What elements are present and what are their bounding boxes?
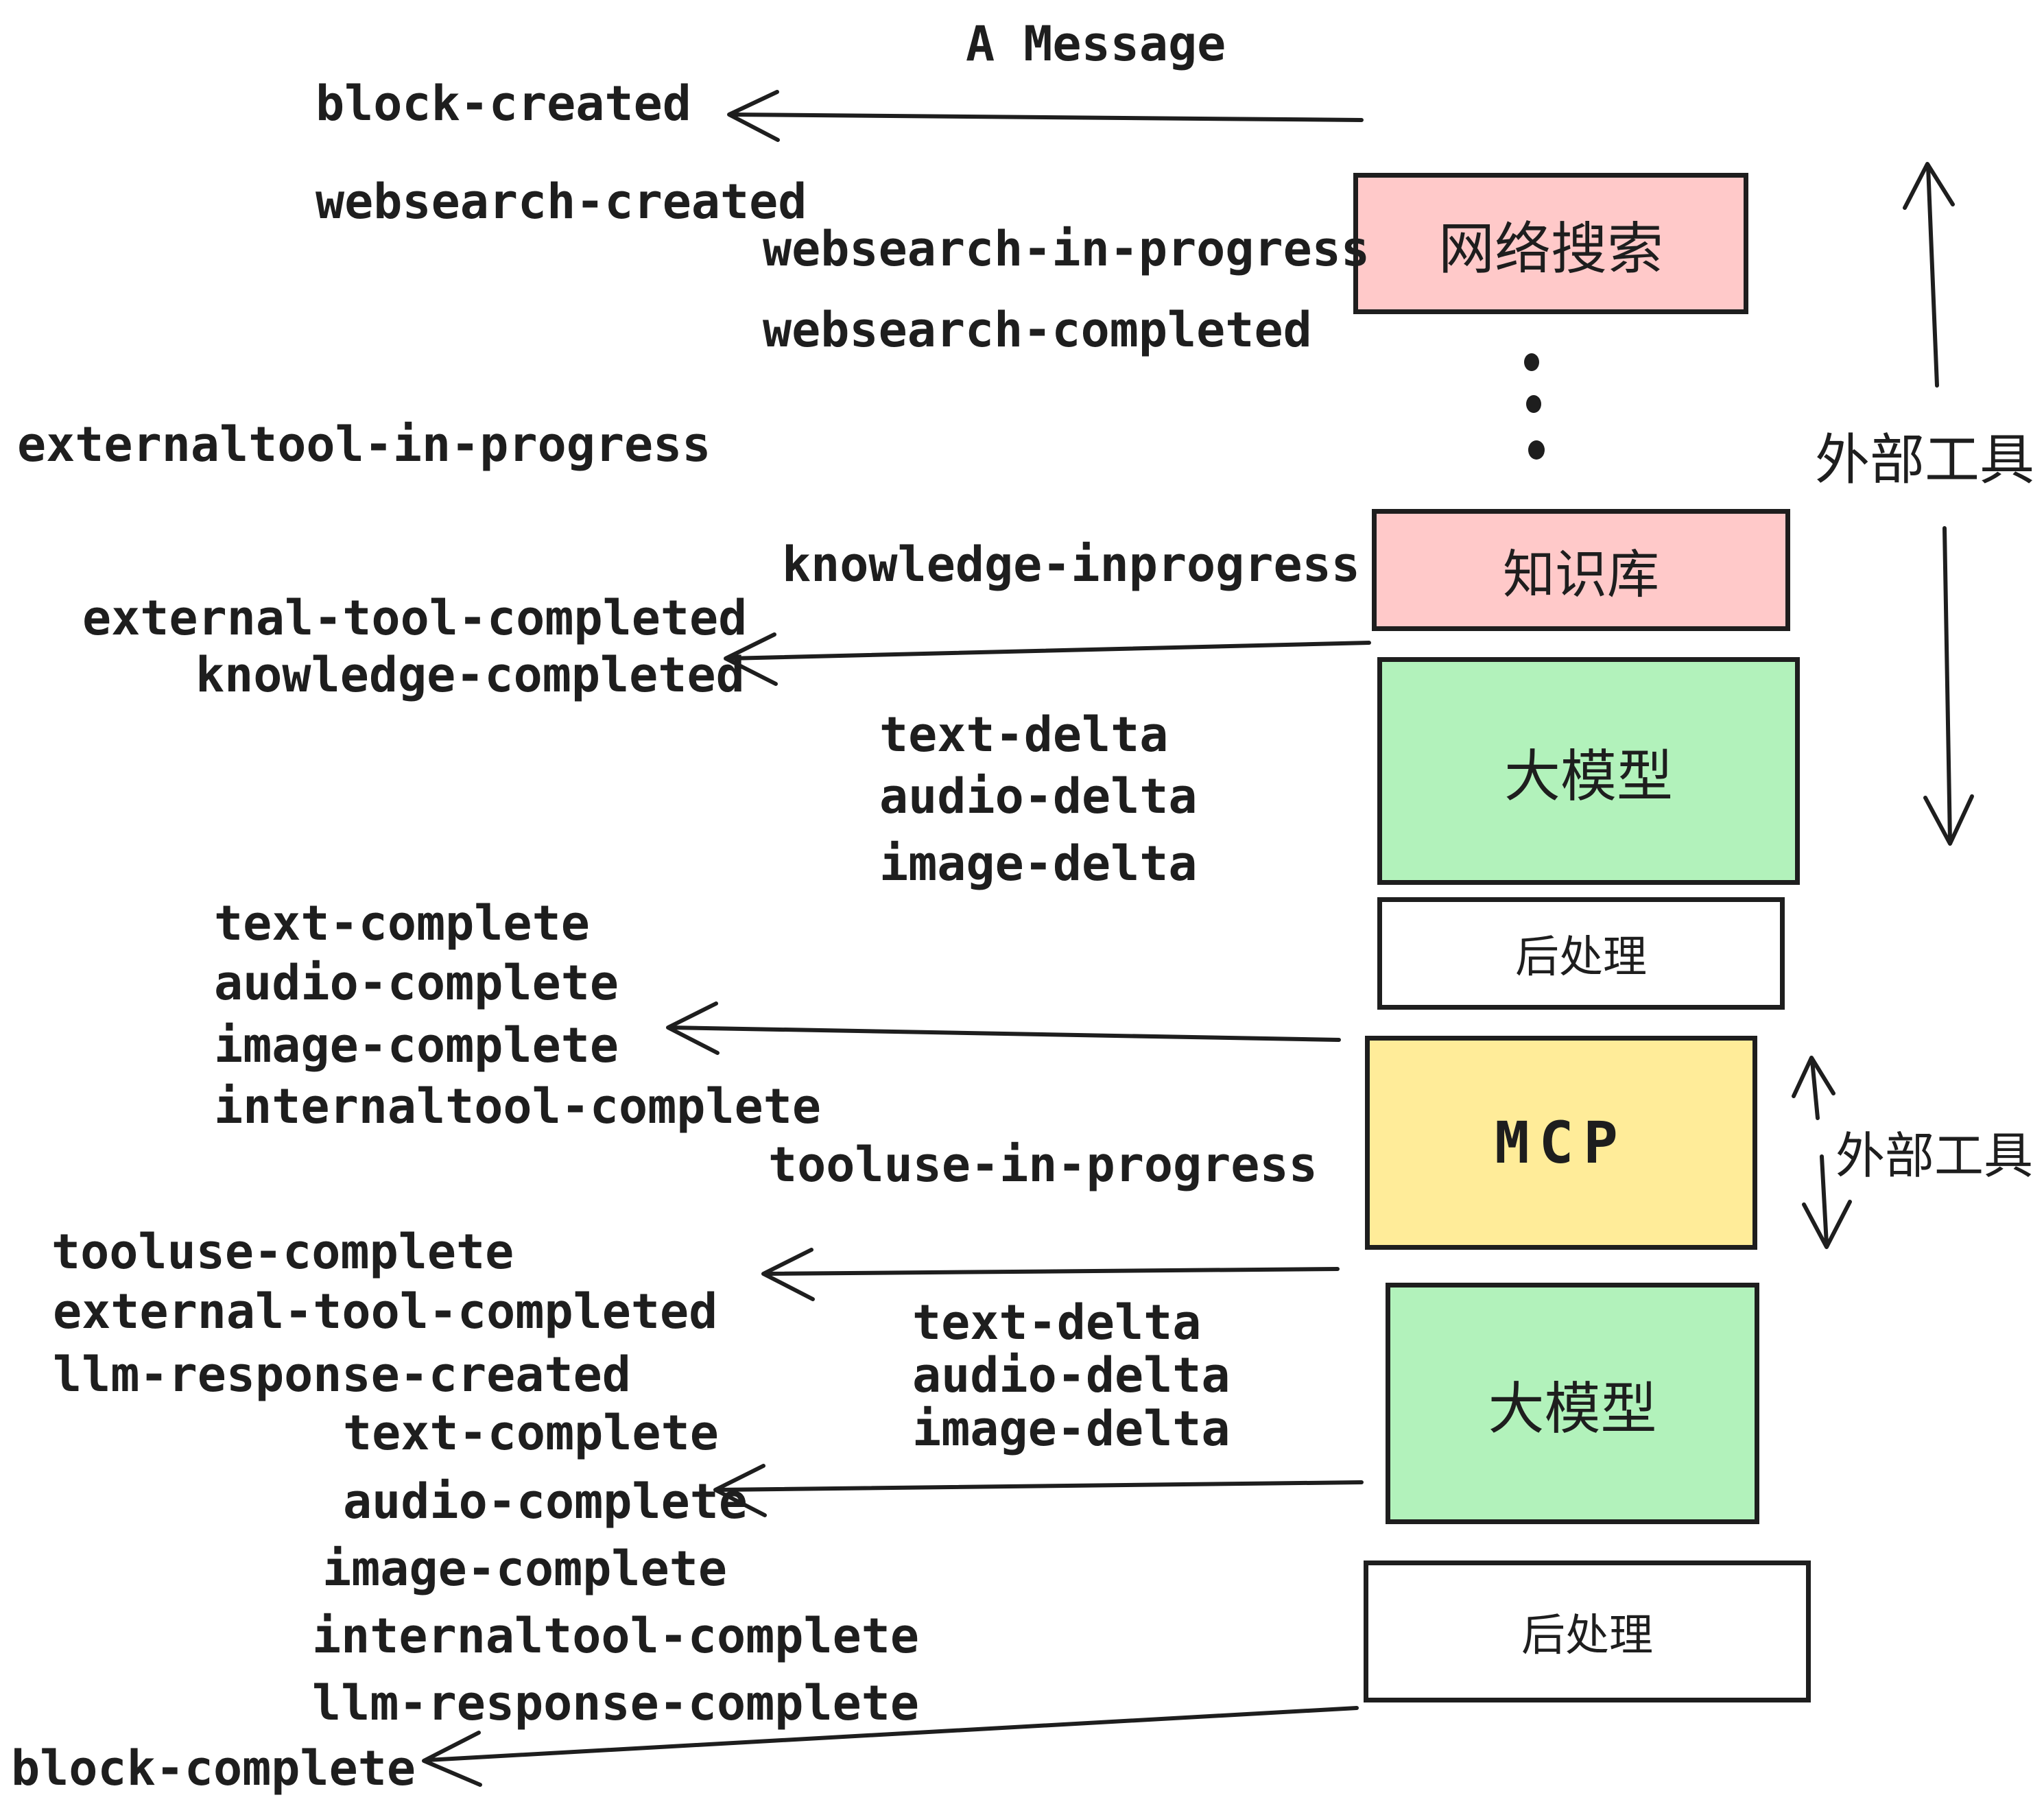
event-audio-complete-2: audio-complete — [343, 1473, 748, 1530]
external-tools-label-mcp: 外部工具 — [1835, 1127, 2034, 1185]
event-image-complete-1: image-complete — [214, 1017, 619, 1073]
box-postprocess-2: 后处理 — [1364, 1560, 1811, 1702]
event-websearch-created: websearch-created — [316, 174, 807, 230]
event-llm-response-complete: llm-response-complete — [312, 1675, 920, 1731]
box-mcp: MCP — [1365, 1036, 1757, 1250]
event-audio-complete-1: audio-complete — [214, 955, 619, 1011]
event-internaltool-complete-2: internaltool-complete — [312, 1608, 920, 1664]
external-tools-arrow-top — [1903, 162, 1974, 846]
event-image-delta-1: image-delta — [879, 835, 1198, 892]
external-tools-arrow-mcp — [1792, 1056, 1852, 1249]
box-postprocess-1: 后处理 — [1377, 897, 1785, 1010]
event-internaltool-complete-1: internaltool-complete — [214, 1078, 822, 1135]
event-text-delta-1: text-delta — [879, 707, 1169, 763]
ellipsis-dots — [1524, 353, 1545, 460]
box-mcp-label: MCP — [1495, 1109, 1628, 1176]
event-llm-response-created: llm-response-created — [53, 1346, 631, 1403]
external-tools-label-top: 外部工具 — [1815, 428, 2034, 492]
event-external-tool-completed-1: external-tool-completed — [82, 590, 748, 646]
event-websearch-completed: websearch-completed — [763, 302, 1312, 358]
event-block-complete: block-complete — [11, 1740, 416, 1796]
arrow-image-complete — [666, 1001, 1341, 1055]
event-tooluse-complete: tooluse-complete — [51, 1224, 514, 1280]
event-text-delta-2: text-delta — [912, 1294, 1202, 1351]
event-tooluse-in-progress: tooluse-in-progress — [768, 1137, 1318, 1193]
box-websearch-label: 网络搜索 — [1438, 216, 1663, 282]
event-websearch-in-progress: websearch-in-progress — [763, 221, 1370, 277]
box-knowledge: 知识库 — [1372, 509, 1790, 631]
arrow-block-created — [727, 90, 1364, 142]
box-knowledge-label: 知识库 — [1503, 544, 1659, 605]
arrow-block-complete — [422, 1706, 1359, 1787]
event-knowledge-inprogress: knowledge-inprogress — [782, 536, 1360, 593]
event-image-delta-2: image-delta — [912, 1401, 1231, 1457]
box-llm-2-label: 大模型 — [1488, 1376, 1657, 1442]
event-audio-delta-2: audio-delta — [912, 1347, 1231, 1403]
box-postprocess-2-label: 后处理 — [1521, 1610, 1653, 1661]
event-text-complete-2: text-complete — [343, 1405, 719, 1461]
event-externaltool-in-progress: externaltool-in-progress — [17, 416, 711, 473]
box-llm-1-label: 大模型 — [1504, 744, 1673, 809]
arrow-knowledge-completed — [724, 632, 1371, 686]
event-block-created: block-created — [316, 75, 691, 132]
page-title: A Message — [966, 16, 1226, 72]
event-external-tool-completed-2: external-tool-completed — [53, 1283, 718, 1340]
box-llm-2: 大模型 — [1386, 1283, 1759, 1524]
box-postprocess-1-label: 后处理 — [1515, 932, 1647, 983]
arrow-audio-complete — [713, 1464, 1364, 1517]
event-text-complete-1: text-complete — [214, 895, 590, 951]
arrow-tooluse-complete — [761, 1248, 1340, 1301]
event-image-complete-2: image-complete — [322, 1541, 728, 1597]
box-llm-1: 大模型 — [1377, 657, 1800, 885]
box-websearch: 网络搜索 — [1353, 173, 1748, 314]
event-knowledge-completed: knowledge-completed — [195, 647, 745, 703]
event-audio-delta-1: audio-delta — [879, 768, 1198, 824]
